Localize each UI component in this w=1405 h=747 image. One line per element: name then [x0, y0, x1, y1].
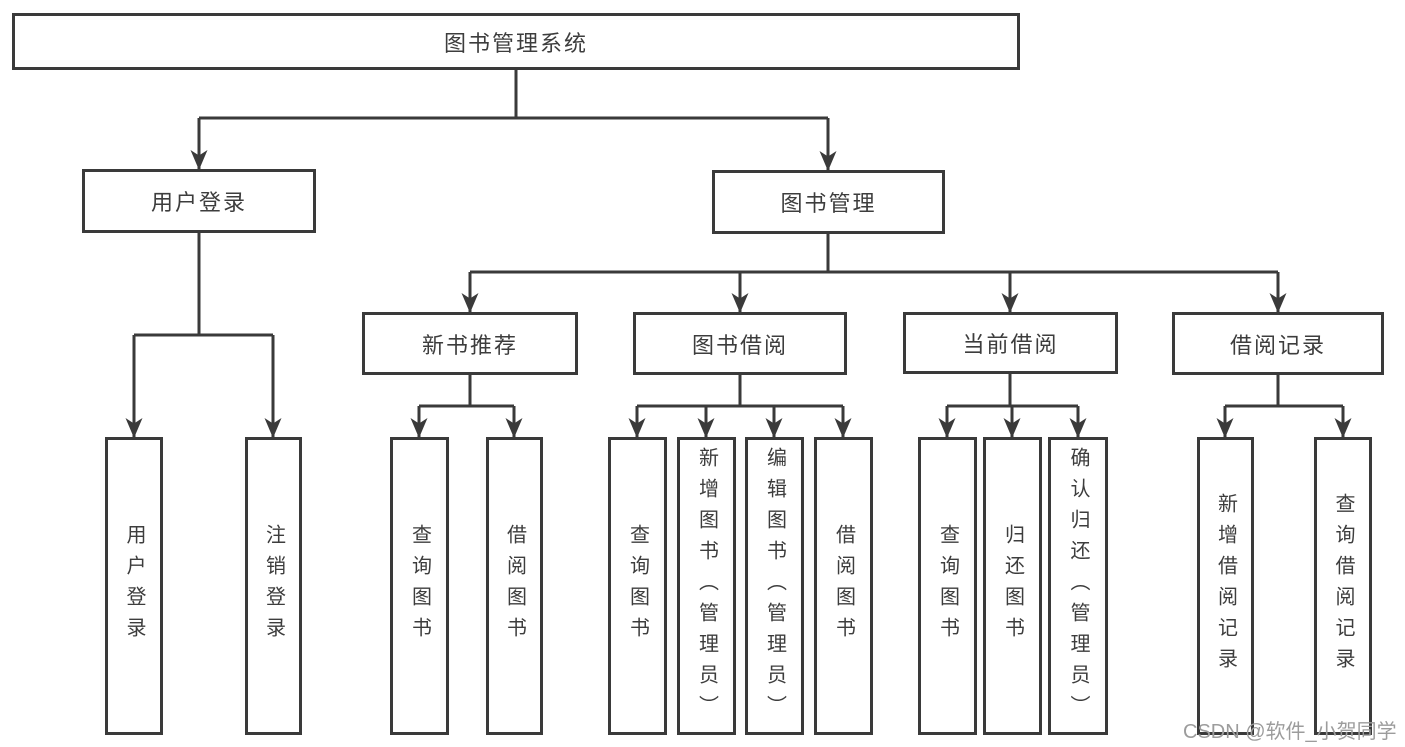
leaf-label: 借阅图书: [832, 524, 855, 648]
leaf-borrow-books: 借阅图书: [814, 437, 873, 735]
leaf-label: 查询图书: [626, 524, 649, 648]
leaf-label: 借阅图书: [503, 524, 526, 648]
node-system-root: 图书管理系统: [12, 13, 1020, 70]
edges-user-login: [125, 233, 282, 438]
edges-root-to-level1: [190, 69, 837, 171]
edges-book-borrowing: [628, 375, 852, 438]
leaf-logout: 注销登录: [245, 437, 302, 735]
node-book-management: 图书管理: [712, 170, 945, 234]
node-book-borrowing: 图书借阅: [633, 312, 847, 375]
leaf-label: 查询图书: [408, 524, 431, 648]
node-current-borrowing: 当前借阅: [903, 312, 1118, 374]
leaf-add-books-admin: 新增图书（管理员）: [677, 437, 736, 735]
leaf-label: 查询图书: [936, 524, 959, 648]
csdn-watermark: CSDN @软件_小贺同学: [1183, 721, 1397, 743]
leaf-query-borrow-record: 查询借阅记录: [1314, 437, 1372, 735]
edges-new-book-recommend: [410, 375, 523, 438]
node-new-book-recommend: 新书推荐: [362, 312, 578, 375]
leaf-label: 归还图书: [1001, 524, 1024, 648]
node-user-login: 用户登录: [82, 169, 316, 233]
leaf-label: 查询借阅记录: [1332, 493, 1354, 679]
edges-current-borrowing: [938, 374, 1087, 438]
leaf-confirm-return-admin: 确认归还（管理员）: [1048, 437, 1108, 735]
leaf-label: 用户登录: [123, 524, 145, 648]
leaf-label: 注销登录: [262, 524, 285, 648]
leaf-query-books-recommend: 查询图书: [390, 437, 449, 735]
leaf-query-books-borrowing: 查询图书: [608, 437, 667, 735]
leaf-return-books: 归还图书: [983, 437, 1042, 735]
leaf-add-borrow-record: 新增借阅记录: [1197, 437, 1254, 735]
edges-borrowing-records: [1216, 375, 1352, 438]
leaf-label: 新增图书（管理员）: [695, 446, 718, 726]
leaf-user-login: 用户登录: [105, 437, 163, 735]
leaf-borrow-books-recommend: 借阅图书: [486, 437, 543, 735]
leaf-query-books-current: 查询图书: [918, 437, 977, 735]
leaf-label: 确认归还（管理员）: [1067, 446, 1089, 726]
leaf-label: 新增借阅记录: [1214, 493, 1237, 679]
leaf-edit-books-admin: 编辑图书（管理员）: [745, 437, 804, 735]
edges-book-management: [461, 234, 1287, 313]
node-borrowing-records: 借阅记录: [1172, 312, 1384, 375]
leaf-label: 编辑图书（管理员）: [763, 446, 786, 726]
